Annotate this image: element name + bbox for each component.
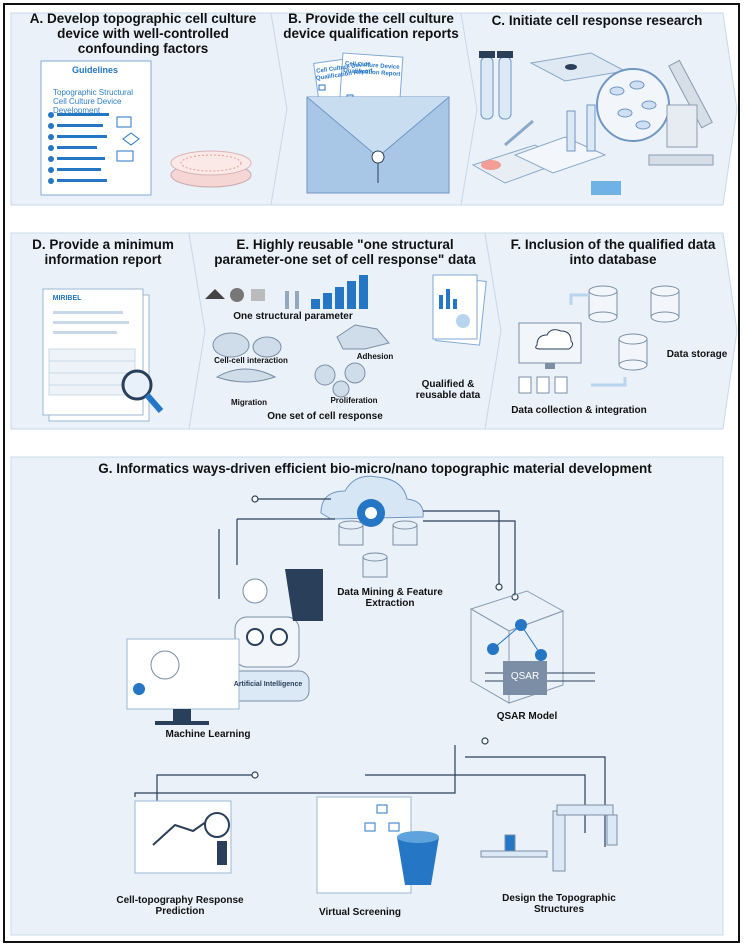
robot-arm-icon	[480, 804, 618, 872]
cell-icon-migration	[215, 368, 277, 383]
label-data-collection-integration: Data collection & integration	[511, 405, 647, 416]
reusable-data-sheets-icon	[432, 274, 487, 346]
qsar-cube-icon	[469, 590, 595, 704]
label-one-structural-parameter: One structural parameter	[233, 311, 353, 322]
guidelines-subtitle: Topographic Structural Cell Culture Devi…	[53, 88, 134, 115]
label-one-set-of-cell-response: One set of cell response	[267, 411, 383, 422]
guidelines-document-icon	[40, 60, 152, 196]
flow-arrow-top	[569, 293, 589, 305]
cell-icon-adhesion	[336, 324, 390, 350]
label-migration: Migration	[231, 398, 267, 407]
robot-head-icon	[226, 569, 323, 702]
virtual-screening-icon	[316, 796, 439, 894]
pillar-parameter-icon	[285, 275, 368, 309]
mining-databases-icon	[338, 520, 418, 578]
diagram-canvas	[10, 12, 738, 936]
database-icon-1	[588, 285, 618, 323]
label-qualified-reusable-data: Qualified & reusable data	[415, 379, 481, 402]
data-sheets-icon	[518, 376, 568, 394]
miribel-title: MIRIBEL	[52, 295, 82, 302]
label-adhesion: Adhesion	[356, 352, 394, 361]
label-proliferation: Proliferation	[330, 396, 378, 405]
qsar-chip-label: QSAR	[510, 671, 540, 682]
label-data-mining: Data Mining & Feature Extraction	[337, 587, 443, 610]
panel-a-title: A. Develop topographic cell culture devi…	[29, 11, 257, 57]
cell-icon-cell-cell	[212, 332, 282, 358]
database-icon-2	[650, 285, 680, 323]
label-qsar-model: QSAR Model	[496, 711, 558, 722]
label-cell-cell-interaction: Cell-cell interaction	[214, 356, 288, 365]
qualification-report-envelope-icon	[306, 52, 450, 194]
guidelines-title: Guidelines	[71, 65, 118, 75]
miribel-report-icon	[42, 288, 164, 422]
cloud-gear-icon	[320, 475, 424, 527]
cloud-monitor-icon	[518, 322, 582, 369]
structural-shapes-icon	[205, 288, 265, 302]
label-machine-learning: Machine Learning	[165, 729, 251, 740]
database-icon-3	[618, 333, 648, 371]
label-virtual-screening: Virtual Screening	[318, 907, 402, 918]
connector-lines	[134, 495, 606, 847]
ml-monitor-icon	[126, 638, 240, 725]
figure-frame: A. Develop topographic cell culture devi…	[3, 3, 740, 943]
label-artificial-intelligence: Artificial Intelligence	[233, 681, 303, 688]
panel-d-title: D. Provide a minimum information report	[32, 237, 174, 268]
label-design-topographic-structures: Design the Topographic Structures	[502, 893, 616, 916]
petri-dish-icon	[170, 150, 252, 188]
panel-e-title: E. Highly reusable "one structural param…	[214, 237, 476, 268]
cell-icon-proliferation	[314, 362, 366, 398]
lab-equipment-icon	[471, 51, 714, 195]
flow-arrow-bottom	[591, 377, 627, 387]
panel-f-title: F. Inclusion of the qualified data into …	[510, 237, 716, 268]
panel-g-title: G. Informatics ways-driven efficient bio…	[98, 461, 652, 476]
prediction-sheet-icon	[134, 800, 232, 874]
panel-c-title: C. Initiate cell response research	[491, 13, 703, 28]
label-data-storage: Data storage	[666, 349, 728, 360]
panel-b-title: B. Provide the cell culture device quali…	[283, 11, 459, 42]
label-response-prediction: Cell-topography Response Prediction	[116, 895, 244, 918]
